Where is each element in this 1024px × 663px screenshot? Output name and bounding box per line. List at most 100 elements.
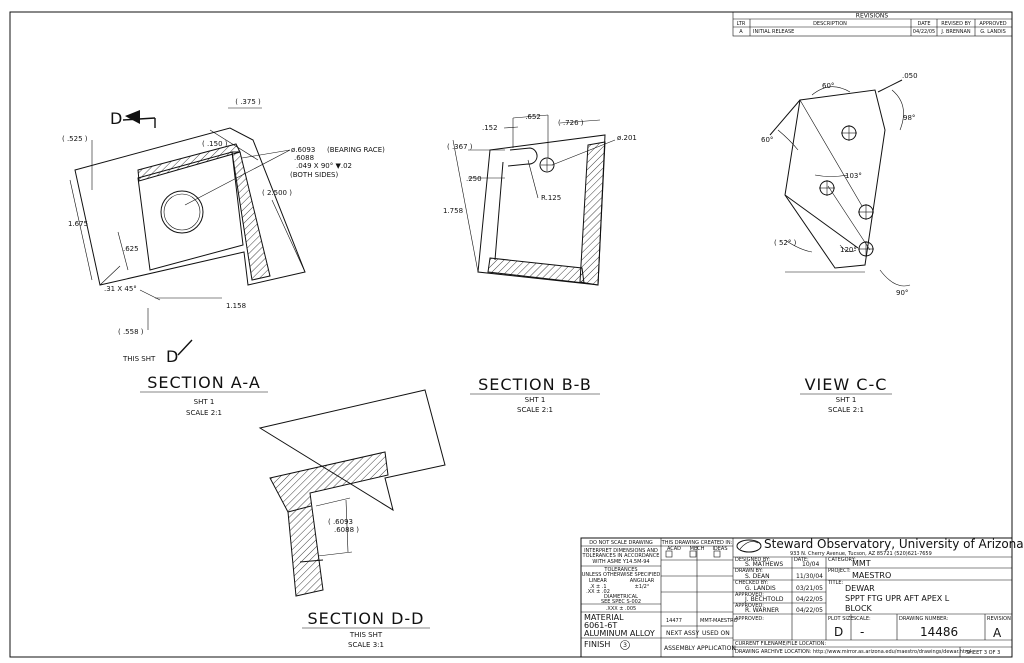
rev-row-ltr: A [739, 29, 743, 35]
view-cc-view [769, 79, 911, 287]
tb-drawn-by: S. DEAN [745, 573, 770, 580]
view-cc-title: VIEW C-C [805, 375, 888, 394]
tb-archive-location: DRAWING ARCHIVE LOCATION: http://www.mir… [735, 649, 971, 655]
tb-interpret-2: TOLERANCES IN ACCORDANCE [582, 553, 660, 559]
tb-used-on-value: MMT-MAESTRO [700, 618, 738, 624]
tb-designed-label: DESIGNED BY: [735, 557, 770, 563]
tb-cad-mech: MECH [690, 546, 705, 552]
section-dd-title: SECTION D-D [308, 609, 425, 628]
aa-bearing-race: (BEARING RACE) [327, 146, 385, 154]
tb-approved-1: J. BECHTOLD [744, 596, 784, 603]
tb-checked-by: G. LANDIS [745, 585, 776, 592]
tb-category-label: CATEGORY: [828, 557, 856, 563]
rev-row-description: INITIAL RELEASE [753, 29, 794, 35]
section-bb-view [452, 114, 616, 286]
tb-approved-label-1: APPROVED: [735, 592, 764, 598]
tb-title-line-2: SPPT FTG UPR AFT APEX L [845, 594, 950, 603]
rev-header-description: DESCRIPTION [813, 21, 847, 27]
tb-tol-angular: ±1/2° [635, 584, 650, 590]
tb-used-on: USED ON [702, 630, 730, 637]
tb-drawing-number: 14486 [920, 625, 958, 639]
tb-revision-label: REVISION [987, 616, 1011, 622]
section-aa-scale: SCALE 2:1 [186, 409, 222, 417]
tb-scale-value: - [860, 625, 864, 639]
sheet-border [9, 11, 1013, 658]
tb-diametrical: DIAMETRICAL [604, 594, 638, 600]
section-aa-view [69, 107, 306, 356]
tb-category: MMT [852, 559, 871, 568]
dd-dim-6093: ( .6093 [328, 518, 353, 526]
aa-view-d-label-2: D [166, 347, 179, 366]
tb-drawn-date: 11/30/04 [796, 573, 823, 580]
rev-row-date: 04/22/05 [913, 29, 935, 35]
bb-dim-1758: 1.758 [443, 207, 463, 215]
tb-finish-value: 3 [623, 642, 627, 649]
tb-project: MAESTRO [852, 571, 891, 580]
bb-dim-726: ( .726 ) [558, 119, 584, 127]
tb-drawn-label: DRAWN BY: [735, 568, 763, 574]
tb-plot-size-label: PLOT SIZE [828, 616, 853, 622]
bb-dim-201: ø.201 [617, 134, 637, 142]
view-cc-sheet: SHT 1 [836, 396, 857, 404]
tb-see-spec: SEE SPEC S-002 [601, 599, 641, 605]
aa-chamfer: .049 X 90° ▼.02 [296, 162, 352, 170]
rev-header-approved: APPROVED [979, 21, 1006, 27]
tb-assembly-application: ASSEMBLY APPLICATION [664, 645, 736, 652]
tb-approved-2: R. WARNER [745, 607, 779, 614]
aa-dim-chamfer-31: .31 X 45° [104, 285, 137, 293]
rev-row-revised-by: J. BRENNAN [940, 29, 971, 35]
observatory-logo-icon [736, 539, 762, 553]
tb-scale-label: SCALE: [853, 616, 871, 622]
tb-interpret-1: INTERPRET DIMENSIONS AND [584, 548, 658, 554]
section-bb-sheet: SHT 1 [525, 396, 546, 404]
dd-dim-6088: .6088 ) [334, 526, 359, 534]
tb-title-line-3: BLOCK [845, 604, 873, 613]
tb-plot-size: D [834, 625, 843, 639]
tb-title-label: TITLE: [827, 580, 844, 586]
aa-dim-2500: ( 2.500 ) [262, 189, 292, 197]
tb-tol-linear-3: .XXX ± .005 [606, 606, 636, 612]
rev-header-date: DATE [917, 21, 930, 27]
bb-dim-250: .250 [466, 175, 482, 183]
view-cc-scale: SCALE 2:1 [828, 406, 864, 414]
bb-dim-652: .652 [525, 113, 541, 121]
aa-dim-558: ( .558 ) [118, 328, 144, 336]
tb-checked-label: CHECKED BY: [735, 580, 768, 586]
cc-angle-98: 98° [903, 114, 915, 122]
cc-dim-050: .050 [902, 72, 918, 80]
tb-approved-label-3: APPROVED: [735, 616, 764, 622]
title-block [580, 537, 1013, 658]
tb-approved-2-date: 04/22/05 [796, 607, 823, 614]
tb-approved-label-2: APPROVED: [735, 603, 764, 609]
tb-tolerances: TOLERANCES [603, 567, 637, 573]
tb-address: 933 N. Cherry Avenue, Tucson, AZ 85721 (… [790, 551, 932, 557]
section-aa-title: SECTION A-A [147, 373, 261, 392]
aa-bearing-dia: ø.6093 [291, 146, 315, 154]
aa-dim-1675: 1.675 [68, 220, 88, 228]
tb-angular: ANGULAR [630, 578, 655, 584]
revisions-block: REVISIONS LTR DESCRIPTION DATE REVISED B… [732, 11, 1013, 37]
tb-linear: LINEAR [589, 578, 608, 584]
tb-unless: UNLESS OTHERWISE SPECIFIED [582, 572, 661, 578]
tb-cad-acad: ACAD [667, 546, 681, 552]
section-dd-view [258, 389, 446, 597]
tb-current-location: CURRENT FILENAME/FILE LOCATION: [735, 641, 826, 647]
tb-date-label: DATE: [794, 557, 809, 563]
tb-finish-label: FINISH [584, 640, 610, 649]
cc-angle-60-left: 60° [761, 136, 773, 144]
aa-dim-525: ( .525 ) [62, 135, 88, 143]
tb-material: 6061-6T [584, 621, 617, 630]
tb-created-in: THIS DRAWING CREATED IN: [661, 540, 733, 546]
tb-org: Steward Observatory, University of Arizo… [764, 537, 1024, 551]
tb-project-label: PROJECT: [828, 568, 851, 574]
bb-dim-152: .152 [482, 124, 498, 132]
bb-dim-367: ( .367 ) [447, 143, 473, 151]
aa-view-d-label: D [110, 109, 123, 128]
tb-revision: A [993, 626, 1002, 640]
cc-angle-120: 120° [840, 246, 857, 254]
tb-do-not-scale: DO NOT SCALE DRAWING [589, 540, 653, 546]
tb-tol-linear-2: .XX ± .02 [586, 589, 610, 595]
cc-angle-52: ( 52° ) [774, 239, 797, 247]
bb-dim-r125: R.125 [541, 194, 561, 202]
